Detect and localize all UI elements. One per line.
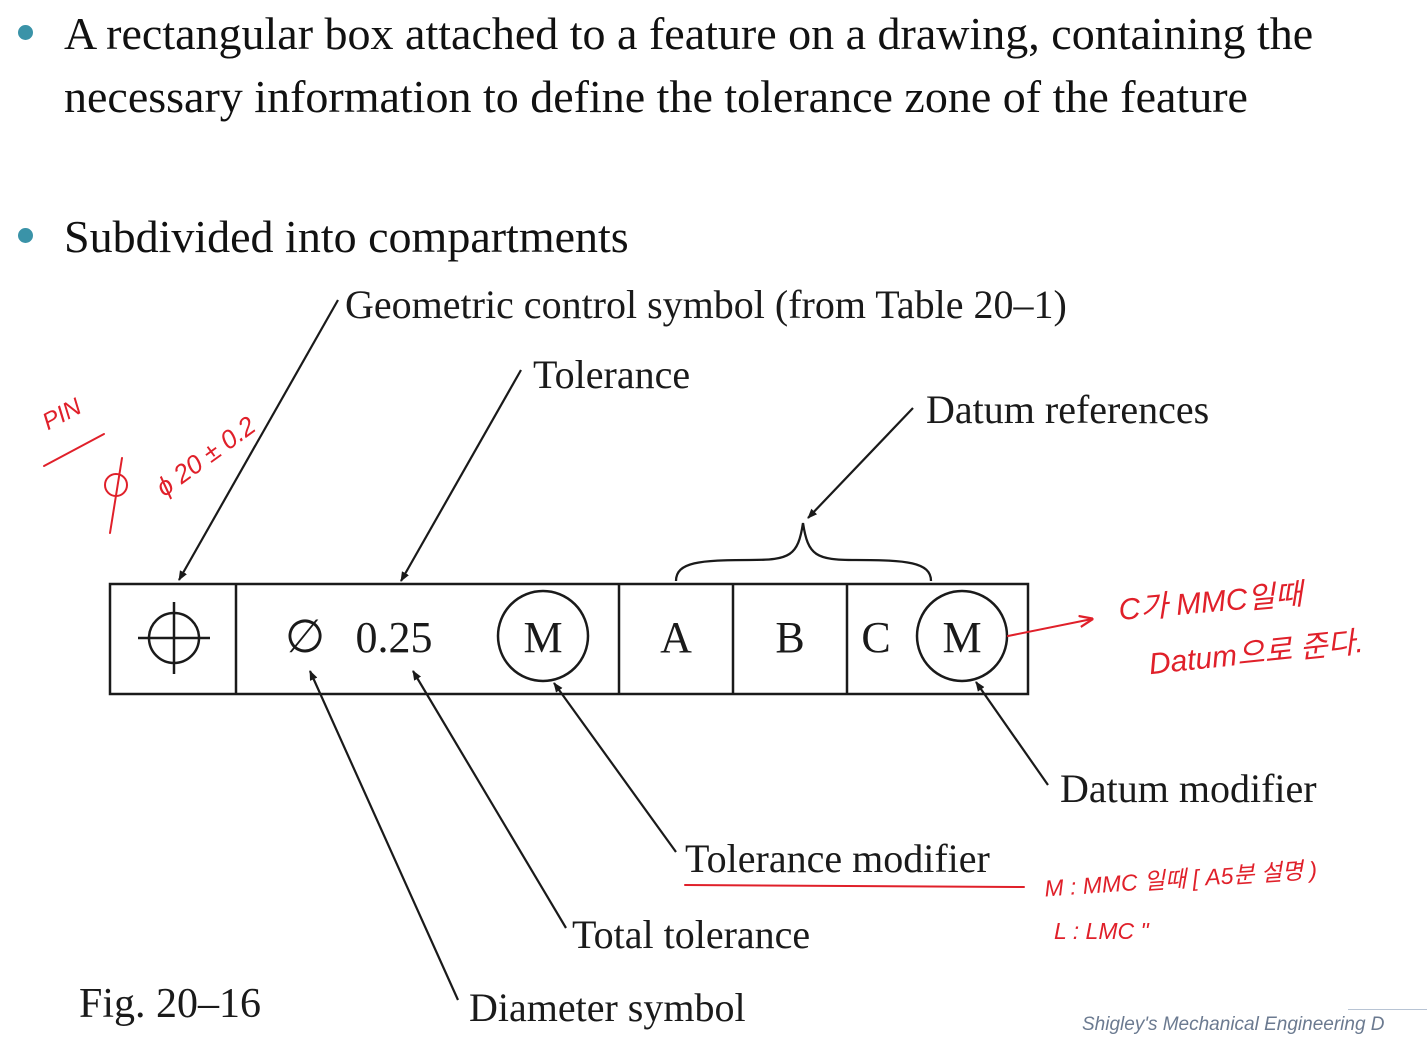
tolerance-modifier-underline: [684, 884, 1025, 888]
datum-note-arrow: [1007, 619, 1092, 637]
datum-b: B: [775, 613, 804, 662]
leader-tolerance-modifier: [553, 682, 677, 853]
datum-a: A: [660, 613, 692, 662]
figure-caption: Fig. 20–16: [79, 981, 262, 1027]
label-datum-references: Datum references: [926, 387, 1210, 432]
leader-diameter-symbol: [308, 670, 460, 1001]
datum-c: C: [861, 613, 890, 662]
bullet-dot-icon: [18, 25, 33, 40]
label-datum-modifier: Datum modifier: [1060, 766, 1317, 811]
leader-geometric-control: [178, 299, 339, 581]
bullet-text: A rectangular box attached to a feature …: [64, 8, 1314, 122]
datum-modifier-letter: M: [942, 613, 981, 662]
leader-datum-references: [807, 407, 914, 519]
tolerance-modifier-letter: M: [523, 613, 562, 662]
tolerance-value: 0.25: [356, 613, 433, 662]
footer-text: Shigley's Mechanical Engineering D: [1082, 1014, 1385, 1035]
label-geometric-control-symbol: Geometric control symbol (from Table 20–…: [345, 282, 1067, 327]
bullet-text: Subdivided into compartments: [64, 211, 629, 262]
leader-lines: [178, 299, 1049, 1001]
phi-stroke: [109, 457, 123, 534]
handwritten-marks: [43, 433, 1092, 888]
pin-underline: [43, 433, 105, 467]
label-total-tolerance: Total tolerance: [572, 912, 811, 957]
control-frame: [108, 582, 1030, 696]
label-diameter-symbol: Diameter symbol: [469, 985, 746, 1030]
tolerance-modifier-circle: [496, 589, 590, 683]
bullet-item: A rectangular box attached to a feature …: [18, 2, 1424, 128]
leader-tolerance: [400, 369, 522, 582]
footer-rule: [1348, 1009, 1427, 1010]
handwritten-l-note: L : LMC ": [1054, 918, 1149, 944]
leader-total-tolerance: [412, 670, 567, 929]
position-symbol-icon: [138, 602, 210, 674]
datum-brace: [674, 522, 933, 582]
leader-datum-modifier: [975, 681, 1049, 786]
diameter-symbol: ∅: [285, 611, 325, 662]
label-tolerance: Tolerance: [533, 352, 691, 397]
bullet-dot-icon: [18, 228, 33, 243]
bullet-item: Subdivided into compartments: [18, 205, 1424, 268]
frame-border: [108, 582, 1030, 696]
label-tolerance-modifier: Tolerance modifier: [685, 836, 990, 881]
